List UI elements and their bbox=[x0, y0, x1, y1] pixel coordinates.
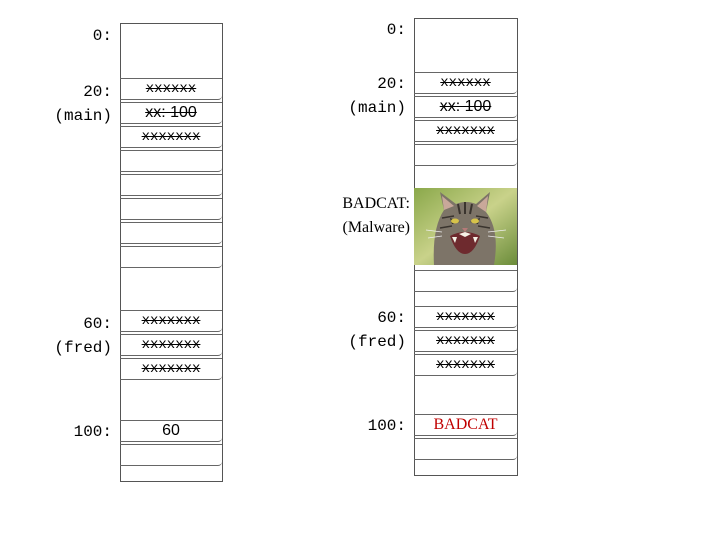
left-label-100: 100: bbox=[73, 423, 112, 441]
left-main-slot-1: xxxxxx bbox=[120, 78, 222, 100]
right-addr100-slot: BADCAT bbox=[414, 414, 517, 436]
left-fred-slot-2-text: xxxxxxx bbox=[141, 337, 201, 353]
left-fred-slot-1: xxxxxxx bbox=[120, 310, 222, 332]
right-label-badcat: BADCAT: (Malware) bbox=[342, 195, 410, 236]
right-empty-slot-1 bbox=[414, 144, 517, 166]
right-addr100-value: BADCAT bbox=[433, 416, 498, 433]
right-label-0: 0: bbox=[386, 21, 406, 39]
right-empty-slot-2 bbox=[414, 270, 517, 292]
right-main-slot-3: xxxxxxx bbox=[414, 120, 517, 142]
right-fred-slot-3-text: xxxxxxx bbox=[436, 357, 495, 373]
left-empty-slot-4 bbox=[120, 222, 222, 244]
left-empty-slot-6 bbox=[120, 444, 222, 466]
right-main-slot-2: xx: 100 bbox=[414, 96, 517, 118]
right-label-fred: 60: (fred) bbox=[348, 309, 406, 351]
left-fred-slot-1-text: xxxxxxx bbox=[141, 313, 201, 329]
left-label-fred: 60: (fred) bbox=[54, 315, 112, 357]
left-fred-slot-3-text: xxxxxxx bbox=[141, 361, 201, 377]
left-main-slot-2-text: xx: 100 bbox=[145, 104, 197, 121]
left-empty-slot-2 bbox=[120, 174, 222, 196]
right-fred-slot-2: xxxxxxx bbox=[414, 330, 517, 352]
right-label-100: 100: bbox=[367, 417, 406, 435]
left-main-slot-3-text: xxxxxxx bbox=[141, 129, 201, 145]
right-main-slot-2-text: xx: 100 bbox=[439, 98, 492, 115]
angry-cat-icon bbox=[414, 188, 517, 265]
left-addr100-value: 60 bbox=[162, 422, 180, 439]
right-main-slot-3-text: xxxxxxx bbox=[436, 123, 495, 139]
left-label-main: 20: (main) bbox=[54, 83, 112, 125]
right-main-slot-1: xxxxxx bbox=[414, 72, 517, 94]
left-empty-slot-3 bbox=[120, 198, 222, 220]
right-fred-slot-2-text: xxxxxxx bbox=[436, 333, 495, 349]
left-empty-slot-5 bbox=[120, 246, 222, 268]
left-addr100-slot: 60 bbox=[120, 420, 222, 442]
left-fred-slot-2: xxxxxxx bbox=[120, 334, 222, 356]
right-empty-slot-3 bbox=[414, 438, 517, 460]
right-fred-slot-1: xxxxxxx bbox=[414, 306, 517, 328]
left-main-slot-2: xx: 100 bbox=[120, 102, 222, 124]
left-label-0: 0: bbox=[92, 27, 112, 45]
right-fred-slot-1-text: xxxxxxx bbox=[436, 309, 495, 325]
malware-cat-image bbox=[414, 188, 517, 265]
left-fred-slot-3: xxxxxxx bbox=[120, 358, 222, 380]
left-main-slot-1-text: xxxxxx bbox=[145, 81, 197, 97]
left-main-slot-3: xxxxxxx bbox=[120, 126, 222, 148]
right-label-main: 20: (main) bbox=[348, 75, 406, 117]
right-main-slot-1-text: xxxxxx bbox=[440, 75, 491, 91]
left-empty-slot-1 bbox=[120, 150, 222, 172]
right-fred-slot-3: xxxxxxx bbox=[414, 354, 517, 376]
